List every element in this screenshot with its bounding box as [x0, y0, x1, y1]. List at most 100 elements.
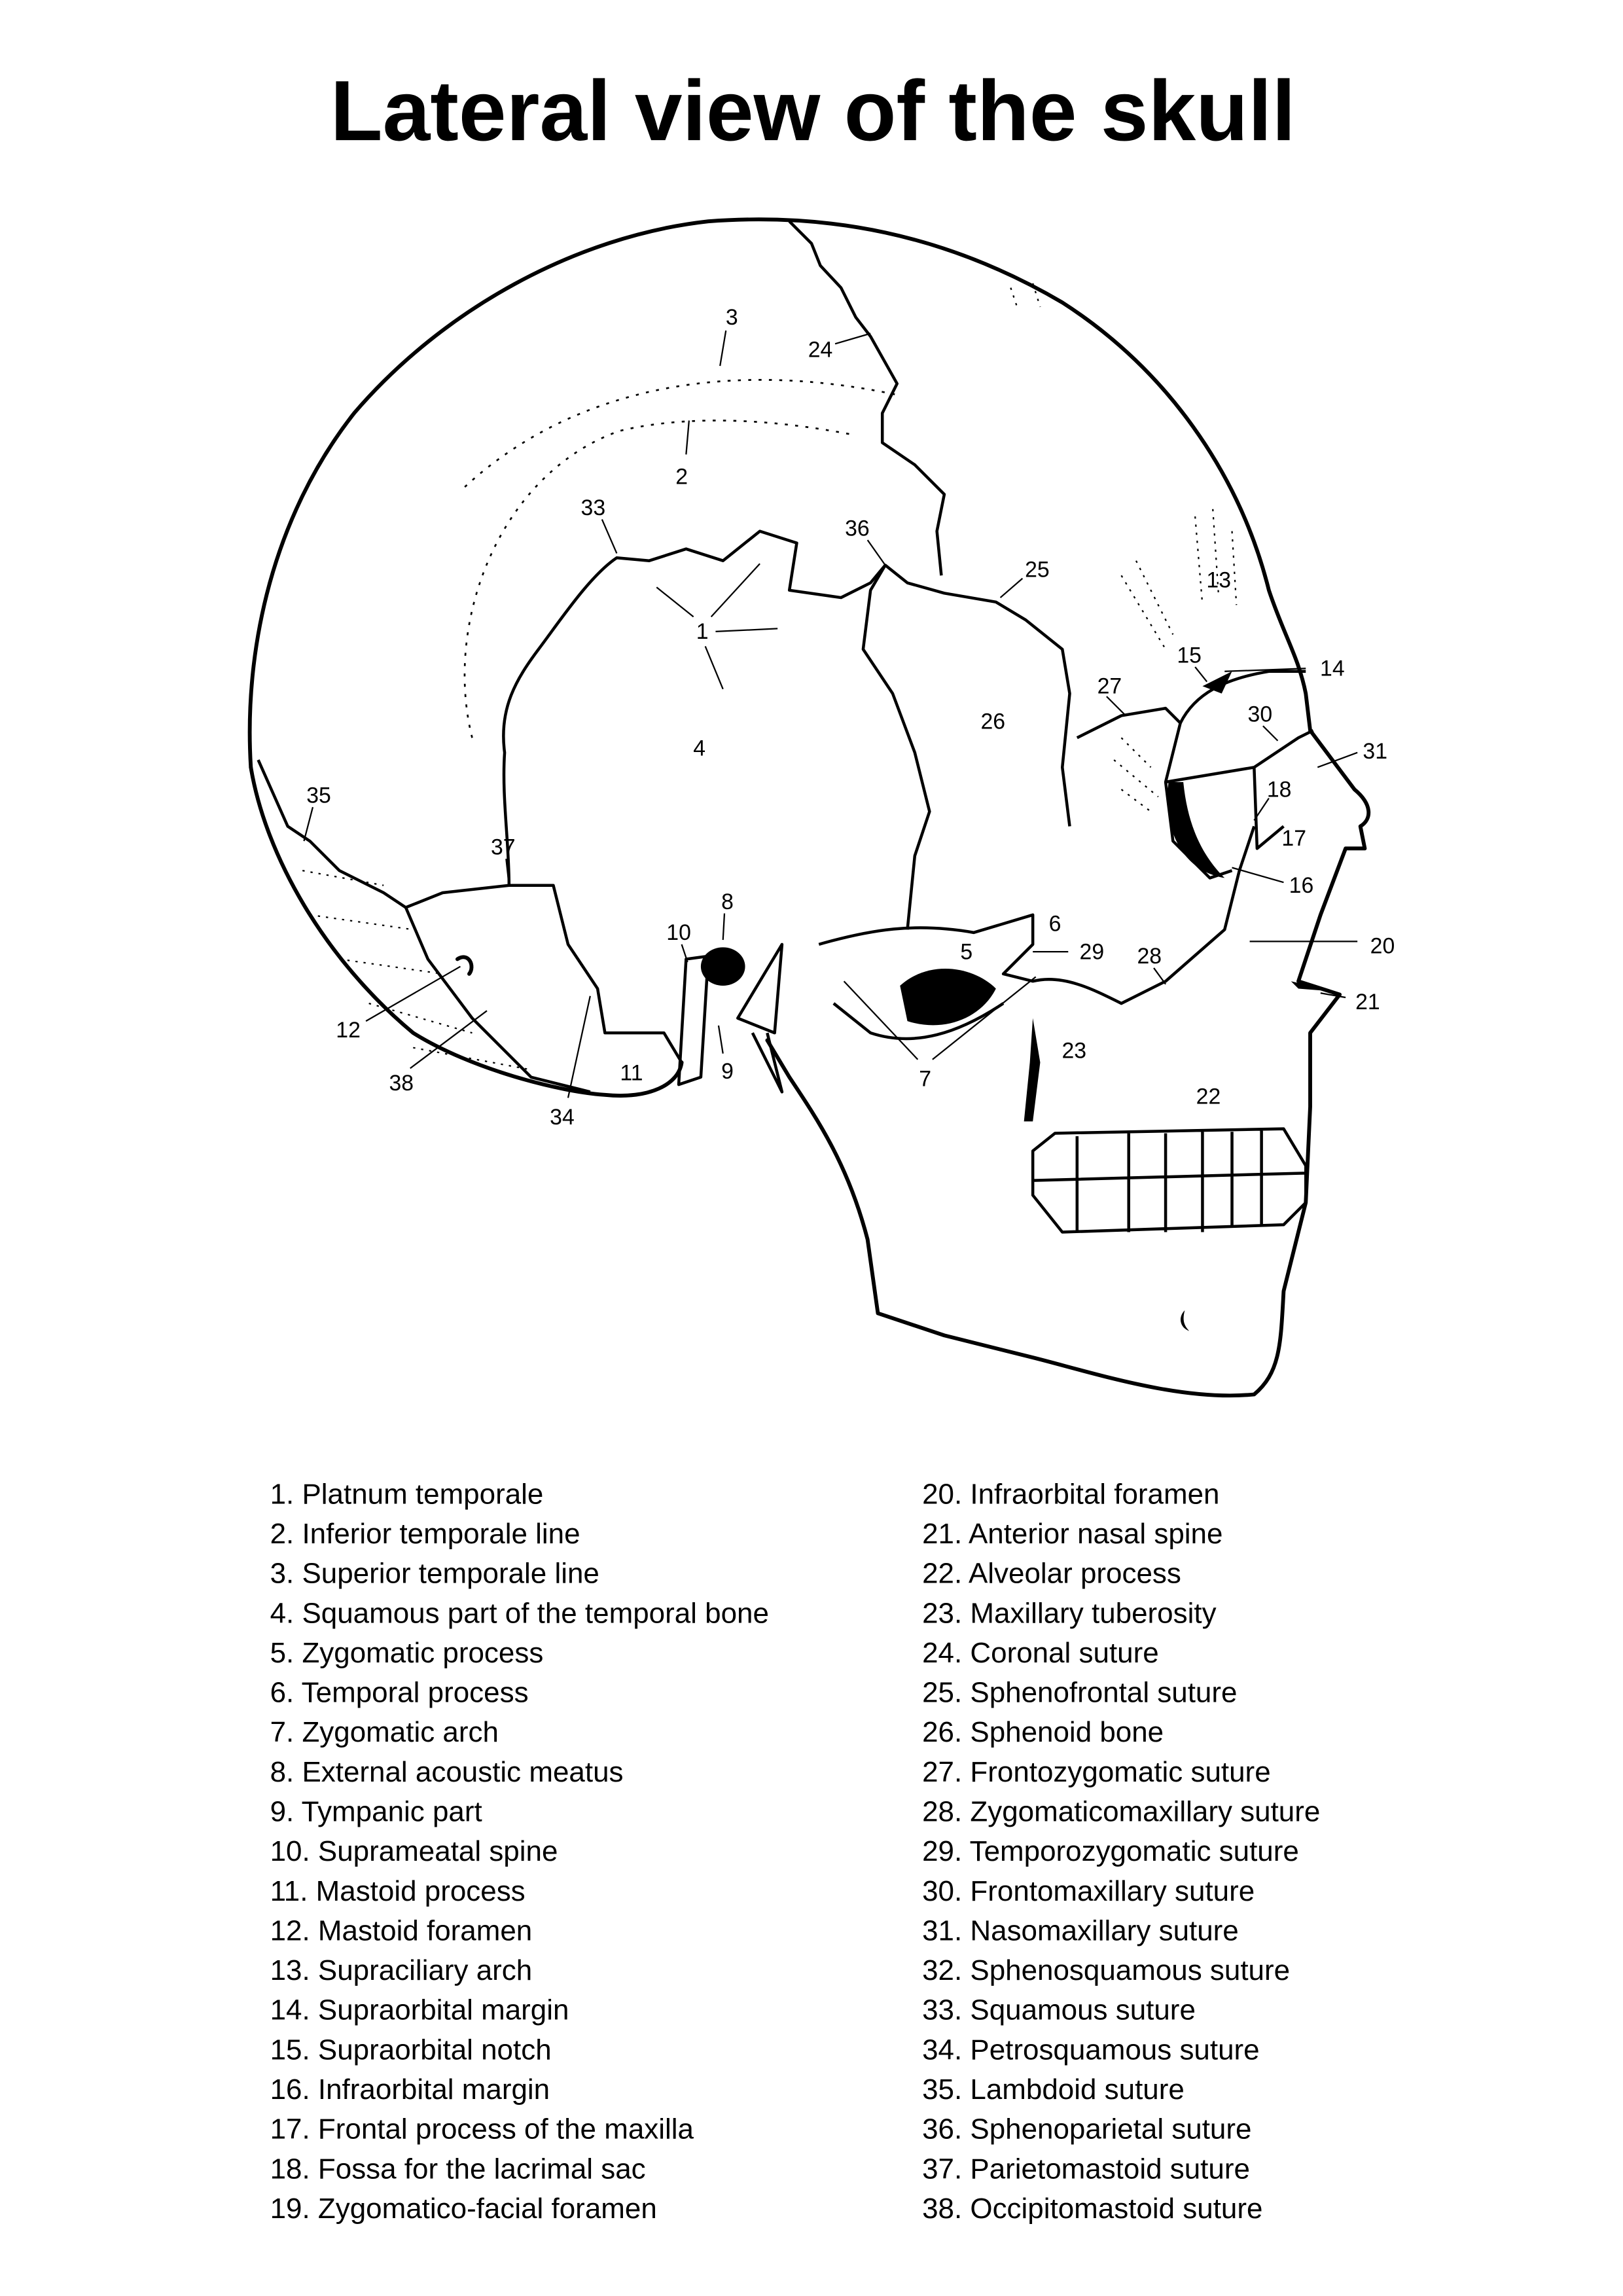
cranium-outline [247, 217, 1371, 1398]
legend-item: 35. Lambdoid suture [922, 2073, 1185, 2106]
diagram-label-36: 36 [845, 516, 870, 541]
mental-foramen [1180, 1310, 1190, 1331]
diagram-label-12: 12 [336, 1018, 361, 1043]
diagram-label-22: 22 [1196, 1084, 1221, 1109]
zygomatic-arch-lower [832, 1002, 1005, 1041]
legend-item: 22. Alveolar process [922, 1558, 1181, 1590]
legend-item: 30. Frontomaxillary suture [922, 1875, 1255, 1907]
legend-item: 31. Nasomaxillary suture [922, 1914, 1239, 1946]
orbit-shadow [1167, 781, 1225, 878]
mastoid-foramen [455, 955, 474, 976]
diagram-labels: 1234567891011121314151617182021222324252… [306, 305, 1395, 1130]
legend-item: 4. Squamous part of the temporal bone [270, 1597, 769, 1629]
legend-item: 11. Mastoid process [270, 1875, 526, 1907]
supraorbital-notch-shade [1202, 671, 1232, 694]
diagram-label-8: 8 [721, 889, 734, 914]
legend-item: 9. Tympanic part [270, 1796, 482, 1828]
diagram-label-38: 38 [389, 1071, 414, 1096]
superior-temporal-line [464, 379, 901, 488]
diagram-label-18: 18 [1267, 777, 1292, 802]
legend-item: 18. Fossa for the lacrimal sac [270, 2153, 646, 2185]
legend-item: 17. Frontal process of the maxilla [270, 2113, 694, 2145]
legend-item: 36. Sphenoparietal suture [922, 2113, 1251, 2145]
frontal-process-maxilla [1253, 767, 1285, 850]
diagram-label-7: 7 [919, 1066, 931, 1091]
diagram-label-35: 35 [306, 783, 331, 808]
zygomatic-arch [818, 825, 1256, 1005]
legend-item: 26. Sphenoid bone [922, 1716, 1164, 1748]
diagram-label-21: 21 [1355, 990, 1380, 1014]
maxillary-tuberosity-shadow [1024, 1018, 1041, 1122]
legend-item: 24. Coronal suture [922, 1637, 1159, 1669]
lambdoid-suture [257, 759, 683, 1064]
legend-item: 6. Temporal process [270, 1677, 529, 1709]
diagram-label-29: 29 [1080, 939, 1105, 964]
diagram-label-26: 26 [981, 709, 1006, 734]
diagram-label-10: 10 [666, 920, 691, 945]
diagram-label-37: 37 [491, 834, 516, 859]
legend-item: 37. Parietomastoid suture [922, 2153, 1250, 2185]
legend-item: 33. Squamous suture [922, 1994, 1196, 2026]
inferior-temporal-line [463, 420, 856, 738]
occipital-hatch [302, 870, 531, 1071]
legend-item: 34. Petrosquamous suture [922, 2034, 1260, 2066]
sphenoid-boundary [861, 564, 931, 930]
diagram-label-33: 33 [581, 495, 606, 520]
coronal-suture [788, 220, 946, 576]
legend-item: 19. Zygomatico-facial foramen [270, 2193, 657, 2225]
occipital-lower-outline [249, 765, 684, 1098]
skull-drawing [247, 217, 1371, 1398]
diagram-label-20: 20 [1370, 933, 1395, 958]
diagram-label-31: 31 [1363, 739, 1387, 764]
diagram-label-5: 5 [960, 939, 972, 964]
tympanic-part [677, 954, 710, 1086]
legend-item: 13. Supraciliary arch [270, 1954, 533, 1986]
legend-item: 28. Zygomaticomaxillary suture [922, 1796, 1320, 1828]
diagram-label-1: 1 [696, 619, 709, 644]
frontomaxillary-suture [1165, 728, 1314, 784]
legend-item: 21. Anterior nasal spine [922, 1518, 1222, 1550]
legend-item: 12. Mastoid foramen [270, 1914, 533, 1946]
legend-item: 3. Superior temporale line [270, 1558, 599, 1590]
diagram-label-17: 17 [1281, 826, 1306, 851]
legend-item: 10. Suprameatal spine [270, 1835, 558, 1867]
legend-item: 23. Maxillary tuberosity [922, 1597, 1216, 1629]
legend-item: 29. Temporozygomatic suture [922, 1835, 1299, 1867]
diagram-label-11: 11 [620, 1060, 643, 1085]
page-title: Lateral view of the skull [330, 63, 1296, 158]
diagram-label-14: 14 [1320, 656, 1345, 681]
legend-item: 32. Sphenosquamous suture [922, 1954, 1290, 1986]
mandibular-notch-shadow [900, 969, 996, 1026]
legend-item: 15. Supraorbital notch [270, 2034, 552, 2066]
legend-item: 20. Infraorbital foramen [922, 1478, 1219, 1510]
diagram-label-6: 6 [1049, 912, 1061, 937]
teeth [1031, 1127, 1308, 1234]
leader-lines [303, 330, 1358, 1098]
occipitomastoid-suture [404, 906, 591, 1094]
diagram-label-4: 4 [693, 736, 705, 761]
diagram-label-30: 30 [1248, 702, 1273, 726]
legend-item: 16. Infraorbital margin [270, 2073, 550, 2106]
diagram-label-9: 9 [721, 1059, 734, 1084]
legend-item: 7. Zygomatic arch [270, 1716, 499, 1748]
diagram-label-25: 25 [1025, 558, 1050, 583]
diagram-label-27: 27 [1097, 674, 1122, 699]
squamous-suture [502, 529, 1071, 886]
diagram-label-34: 34 [550, 1105, 575, 1130]
diagram-label-15: 15 [1177, 643, 1202, 668]
legend-item: 5. Zygomatic process [270, 1637, 544, 1669]
styloid-process [736, 942, 784, 1094]
diagram-label-16: 16 [1289, 873, 1314, 898]
diagram-label-2: 2 [675, 464, 688, 489]
zygomatic-hatch [1113, 560, 1174, 812]
external-acoustic-meatus [700, 947, 745, 986]
diagram-label-23: 23 [1062, 1038, 1087, 1063]
legend-item: 25. Sphenofrontal suture [922, 1677, 1237, 1709]
legend-item: 38. Occipitomastoid suture [922, 2193, 1262, 2225]
nasal-spine [1291, 981, 1336, 992]
legend-item: 27. Frontozygomatic suture [922, 1756, 1271, 1788]
legend-item: 14. Supraorbital margin [270, 1994, 569, 2026]
legend-item: 1. Platnum temporale [270, 1478, 544, 1510]
